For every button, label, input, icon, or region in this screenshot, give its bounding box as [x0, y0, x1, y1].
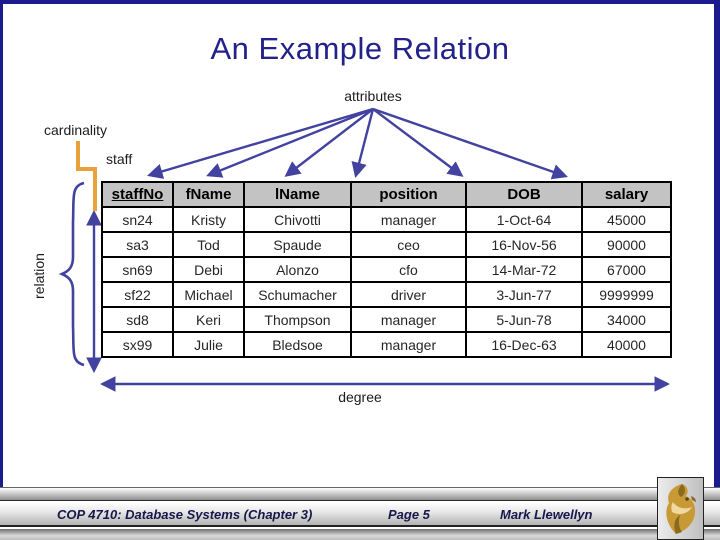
relation-label: relation — [31, 253, 47, 299]
cardinality-bracket — [76, 141, 97, 211]
cell-dob: 14-Mar-72 — [465, 256, 583, 283]
cell-dob: 1-Oct-64 — [465, 206, 583, 233]
cell-dob: 5-Jun-78 — [465, 306, 583, 333]
footer-bar: COP 4710: Database Systems (Chapter 3) P… — [0, 503, 720, 527]
ucf-pegasus-logo — [665, 483, 696, 534]
column-header-salary: salary — [581, 181, 672, 208]
cell-lname: Thompson — [243, 306, 352, 333]
column-header-dob: DOB — [465, 181, 583, 208]
table-row: sf22 Michael Schumacher driver 3-Jun-77 … — [101, 281, 672, 308]
column-header-staffno: staffNo — [101, 181, 174, 208]
arrow-to-dob — [372, 108, 464, 177]
attributes-label: attributes — [344, 88, 402, 104]
column-header-position: position — [350, 181, 467, 208]
cell-staffno: sa3 — [101, 231, 174, 258]
cell-fname: Michael — [172, 281, 245, 308]
table-row: sn69 Debi Alonzo cfo 14-Mar-72 67000 — [101, 256, 672, 283]
cell-staffno: sn24 — [101, 206, 174, 233]
cell-dob: 3-Jun-77 — [465, 281, 583, 308]
footer-course-text: COP 4710: Database Systems (Chapter 3) — [57, 507, 313, 522]
logo-sidebar — [657, 477, 704, 540]
cell-position: cfo — [350, 256, 467, 283]
footer-page-number: Page 5 — [388, 507, 430, 522]
cell-position: ceo — [350, 231, 467, 258]
cell-staffno: sn69 — [101, 256, 174, 283]
table-row: sd8 Keri Thompson manager 5-Jun-78 34000 — [101, 306, 672, 333]
table-row: sn24 Kristy Chivotti manager 1-Oct-64 45… — [101, 206, 672, 233]
cell-salary: 45000 — [581, 206, 672, 233]
cell-salary: 67000 — [581, 256, 672, 283]
relation-curly-brace — [58, 181, 85, 367]
table-header-row: staffNo fName lName position DOB salary — [101, 181, 672, 208]
cardinality-label: cardinality — [44, 122, 108, 138]
cell-fname: Tod — [172, 231, 245, 258]
arrow-to-lname — [284, 108, 374, 177]
cell-fname: Debi — [172, 256, 245, 283]
cell-fname: Julie — [172, 331, 245, 358]
cell-lname: Bledsoe — [243, 331, 352, 358]
arrow-to-staffno — [147, 107, 374, 179]
footer-bottom-bar — [0, 529, 720, 540]
cell-staffno: sx99 — [101, 331, 174, 358]
footer-divider-bar — [0, 487, 720, 501]
arrow-to-salary — [372, 107, 568, 180]
cell-position: manager — [350, 306, 467, 333]
staff-relation-name-label: staff — [106, 151, 133, 167]
cell-position: driver — [350, 281, 467, 308]
cell-position: manager — [350, 206, 467, 233]
cell-lname: Alonzo — [243, 256, 352, 283]
cell-lname: Spaude — [243, 231, 352, 258]
table-row: sa3 Tod Spaude ceo 16-Nov-56 90000 — [101, 231, 672, 258]
cell-salary: 40000 — [581, 331, 672, 358]
cell-salary: 34000 — [581, 306, 672, 333]
cell-dob: 16-Nov-56 — [465, 231, 583, 258]
footer-author-text: Mark Llewellyn — [500, 507, 593, 522]
column-header-fname: fName — [172, 181, 245, 208]
slide-border-top — [0, 0, 720, 4]
column-header-lname: lName — [243, 181, 352, 208]
degree-label: degree — [338, 389, 382, 405]
staff-relation-table: staffNo fName lName position DOB salary … — [101, 181, 672, 358]
cell-salary: 90000 — [581, 231, 672, 258]
arrow-to-position — [351, 108, 375, 179]
cell-position: manager — [350, 331, 467, 358]
cell-staffno: sd8 — [101, 306, 174, 333]
cell-salary: 9999999 — [581, 281, 672, 308]
page-title: An Example Relation — [210, 31, 510, 66]
slide-border-left — [0, 0, 3, 488]
arrow-to-fname — [206, 107, 374, 178]
attributes-arrow-fan — [147, 107, 568, 180]
cell-fname: Keri — [172, 306, 245, 333]
cell-lname: Chivotti — [243, 206, 352, 233]
cell-dob: 16-Dec-63 — [465, 331, 583, 358]
slide-border-right — [714, 0, 720, 488]
cell-staffno: sf22 — [101, 281, 174, 308]
table-row: sx99 Julie Bledsoe manager 16-Dec-63 400… — [101, 331, 672, 358]
cell-lname: Schumacher — [243, 281, 352, 308]
cell-fname: Kristy — [172, 206, 245, 233]
